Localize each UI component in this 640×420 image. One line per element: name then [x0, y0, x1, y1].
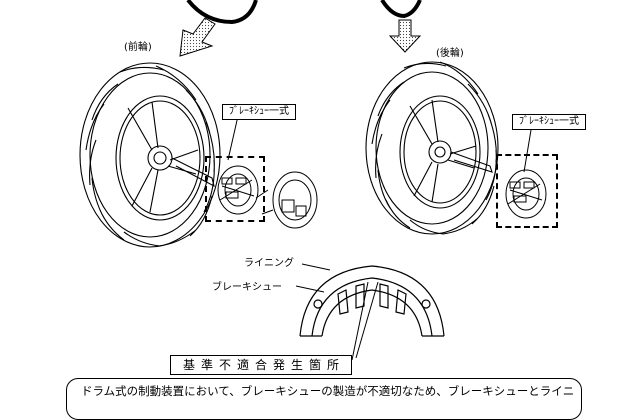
leader-lines — [227, 115, 533, 361]
defect-location-label: 基準不適合発生箇所 — [170, 355, 353, 375]
rear-wheel-label: (後輪) — [436, 48, 464, 59]
rear-brake-shoes — [505, 169, 547, 219]
front-brake-shoes — [217, 165, 259, 215]
brake-shoe-detail — [299, 265, 445, 337]
magnifier-circle-left — [186, 0, 258, 25]
front-highlight-box — [205, 156, 265, 222]
brake-shoe-set-rear-label: ﾌﾞﾚｰｷｼｭｰ一式 — [512, 114, 586, 130]
rear-wheel-drawing — [365, 61, 499, 235]
arrow-rear — [388, 19, 422, 53]
brake-shoe-label: ブレーキシュー — [212, 282, 282, 293]
description-note: ドラム式の制動装置において、ブレーキシューの製造が不適切なため、ブレーキシューと… — [66, 378, 582, 420]
magnifier-circle-right — [380, 0, 422, 19]
rear-highlight-box — [496, 154, 558, 228]
arrow-front — [179, 17, 216, 57]
front-wheel-label: (前輪) — [124, 42, 152, 53]
brake-shoe-set-front-label: ﾌﾞﾚｰｷｼｭｰ一式 — [222, 104, 296, 120]
description-text: ドラム式の制動装置において、ブレーキシューの製造が不適切なため、ブレーキシューと… — [81, 384, 575, 398]
brake-recall-diagram — [79, 0, 547, 361]
front-wheel-drawing — [79, 62, 221, 248]
front-brake-drum-plate — [255, 171, 318, 229]
lining-label: ライニング — [244, 258, 294, 269]
